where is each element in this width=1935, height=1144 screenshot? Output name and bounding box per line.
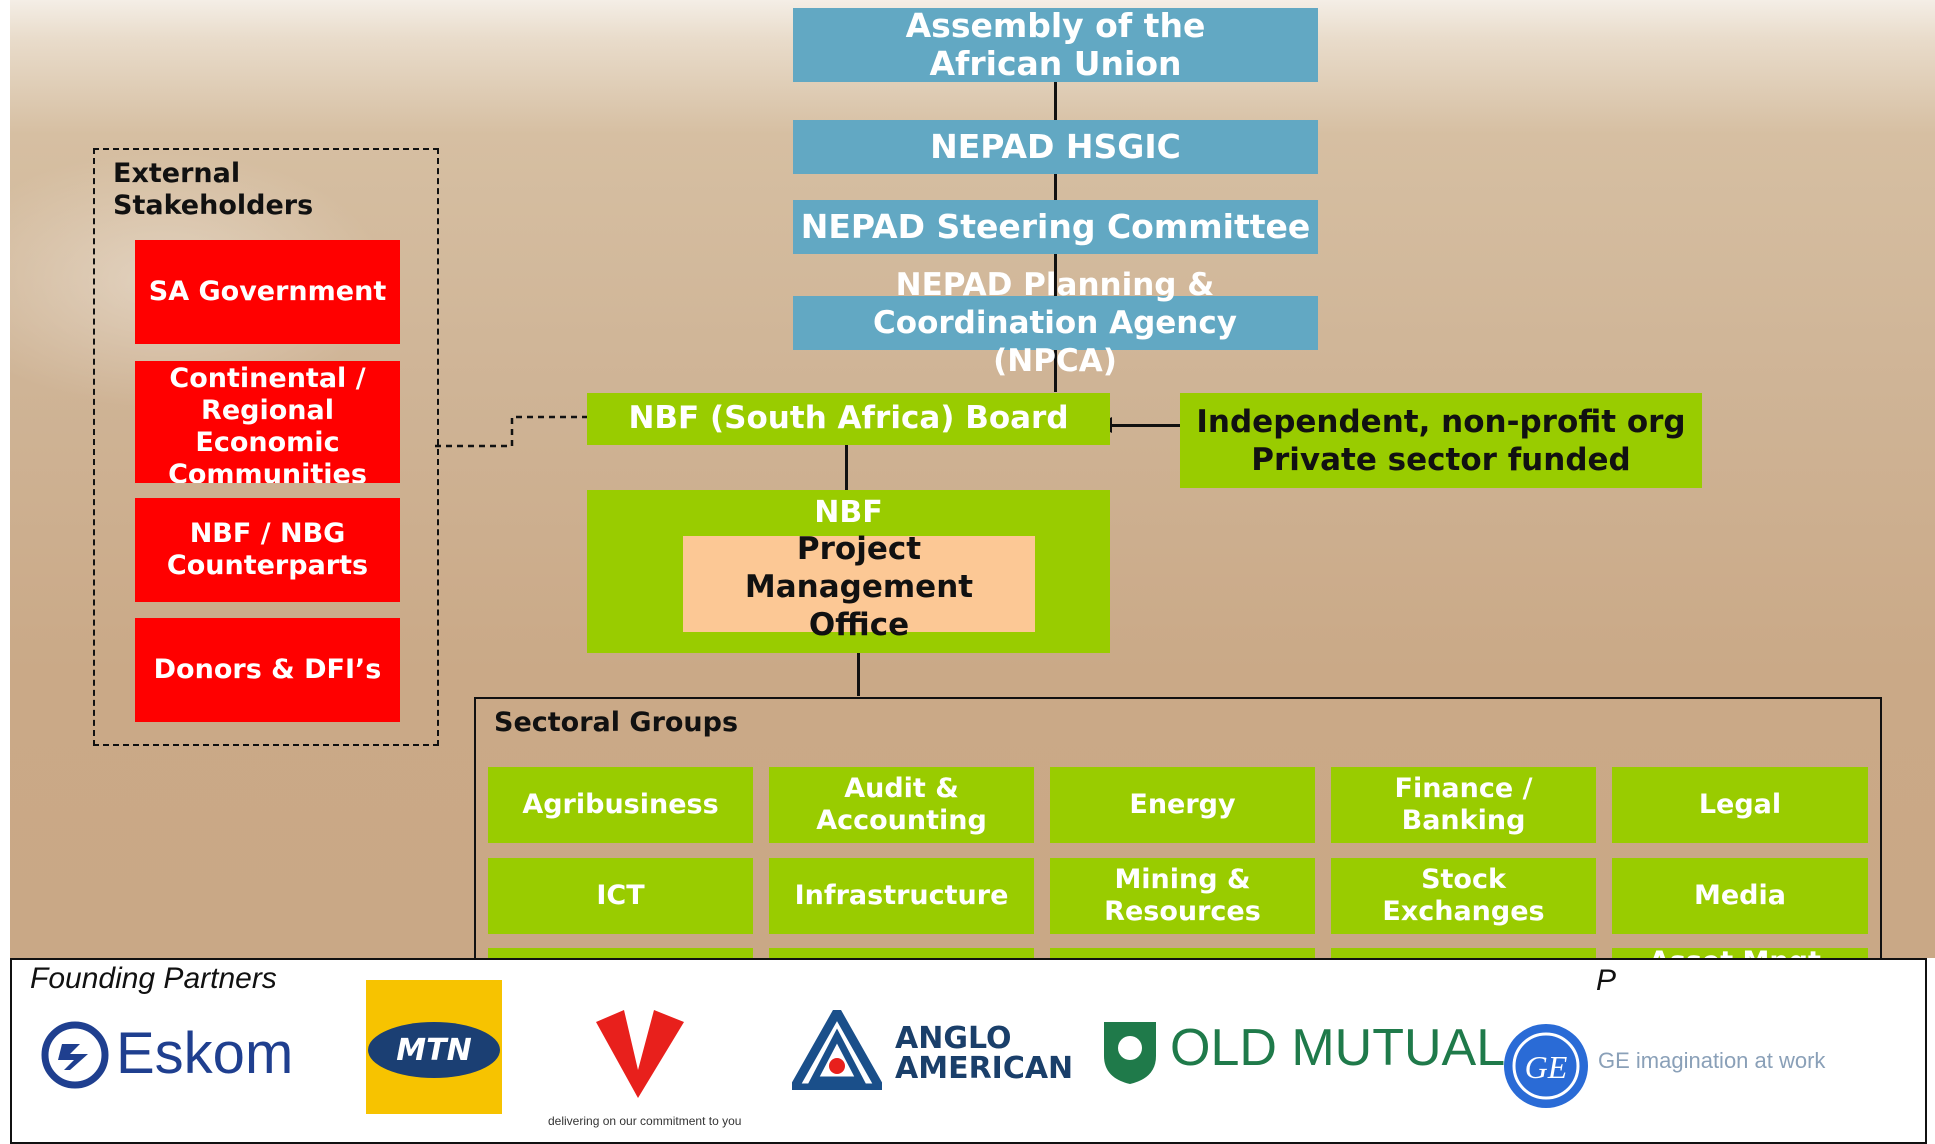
founding-partners-title: Founding Partners xyxy=(30,962,277,995)
sector-group-box: Infrastructure xyxy=(769,858,1034,934)
stakeholder-label: SA Government xyxy=(148,276,387,308)
sector-group-label: Infrastructure xyxy=(794,880,1009,911)
sector-group-box: ICT xyxy=(488,858,753,934)
steering-box: NEPAD Steering Committee xyxy=(793,200,1318,254)
ge-tagline: GE imagination at work xyxy=(1598,1048,1826,1073)
sector-group-box: Media xyxy=(1612,858,1868,934)
mtn-wordmark: MTN xyxy=(396,1032,472,1068)
svg-text:GE: GE xyxy=(1525,1049,1568,1085)
stakeholder-sa-government: SA Government xyxy=(135,240,400,344)
external-stakeholders-title: External Stakeholders xyxy=(113,158,314,221)
mtn-oval: MTN xyxy=(368,1022,500,1078)
pmo-box xyxy=(683,536,1035,632)
connector-independent-board xyxy=(1108,424,1180,427)
sector-group-box: Energy xyxy=(1050,767,1315,843)
hsgic-label: NEPAD HSGIC xyxy=(930,127,1181,167)
anglo-line2: AMERICAN xyxy=(895,1051,1074,1086)
nbf-board-box: NBF (South Africa) Board xyxy=(587,393,1110,445)
independent-box: Independent, non-profit org Private sect… xyxy=(1180,393,1702,488)
pmo-label: Project Management Office xyxy=(744,531,974,643)
eskom-wordmark: Eskom xyxy=(116,1021,294,1086)
stakeholder-label: NBF / NBG Counterparts xyxy=(166,518,369,581)
old-mutual-crest-icon xyxy=(1104,1022,1156,1084)
sector-group-label: Finance / Banking xyxy=(1394,773,1533,836)
anglo-american-wordmark: ANGLO AMERICAN xyxy=(895,1024,1073,1084)
connector-nbf-sectoral xyxy=(857,652,860,696)
sector-group-box: Mining & Resources xyxy=(1050,858,1315,934)
old-mutual-wordmark: OLD MUTUAL xyxy=(1170,1019,1506,1077)
nbf-board-label: NBF (South Africa) Board xyxy=(628,400,1069,437)
sector-group-box: Legal xyxy=(1612,767,1868,843)
npca-label: NEPAD Planning & Coordination Agency (NP… xyxy=(873,267,1237,379)
sector-group-box: Agribusiness xyxy=(488,767,753,843)
npca-box: NEPAD Planning & Coordination Agency (NP… xyxy=(793,267,1318,379)
sector-group-label: Stock Exchanges xyxy=(1382,864,1545,927)
sector-group-label: ICT xyxy=(596,880,645,911)
sector-group-box: Finance / Banking xyxy=(1331,767,1596,843)
sector-group-label: Legal xyxy=(1698,789,1782,820)
steering-label: NEPAD Steering Committee xyxy=(800,207,1311,247)
nbf-label: NBF xyxy=(814,495,883,530)
stakeholder-label: Continental / Regional Economic Communit… xyxy=(168,363,367,483)
assembly-box: Assembly of the African Union xyxy=(793,6,1318,83)
sectoral-groups-title: Sectoral Groups xyxy=(494,707,739,738)
stakeholder-label: Donors & DFI’s xyxy=(153,654,382,686)
connector-board-nbf xyxy=(845,444,848,490)
founding-partners-bar xyxy=(10,958,1927,1144)
partners-stray-letter: P xyxy=(1596,964,1617,997)
sabc-tagline: delivering on our commitment to you xyxy=(548,1114,742,1128)
sector-group-box: Stock Exchanges xyxy=(1331,858,1596,934)
sector-group-box: Audit & Accounting xyxy=(769,767,1034,843)
stakeholder-nbf-nbg: NBF / NBG Counterparts xyxy=(135,498,400,602)
sector-group-label: Energy xyxy=(1129,789,1236,820)
stakeholder-donors: Donors & DFI’s xyxy=(135,618,400,722)
hsgic-box: NEPAD HSGIC xyxy=(793,120,1318,174)
sector-group-label: Mining & Resources xyxy=(1104,864,1261,927)
sector-group-label: Media xyxy=(1694,880,1786,911)
stakeholder-recs: Continental / Regional Economic Communit… xyxy=(135,361,400,483)
assembly-label: Assembly of the African Union xyxy=(905,6,1206,83)
anglo-american-logo-icon xyxy=(792,1010,882,1090)
sabc-logo-icon xyxy=(596,1010,684,1098)
ge-logo-icon: GE xyxy=(1504,1024,1588,1108)
eskom-logo-icon xyxy=(41,1021,109,1089)
nbf-box: NBF Project Management Office xyxy=(587,490,1110,653)
external-stakeholders-group xyxy=(93,148,439,746)
anglo-line1: ANGLO xyxy=(895,1021,1012,1056)
independent-line2: Private sector funded xyxy=(1251,441,1631,478)
sector-group-label: Agribusiness xyxy=(522,789,719,820)
npca-fill xyxy=(793,296,1318,350)
sector-group-label: Audit & Accounting xyxy=(816,773,987,836)
dashed-connector xyxy=(435,415,590,448)
independent-line1: Independent, non-profit org xyxy=(1196,403,1686,440)
